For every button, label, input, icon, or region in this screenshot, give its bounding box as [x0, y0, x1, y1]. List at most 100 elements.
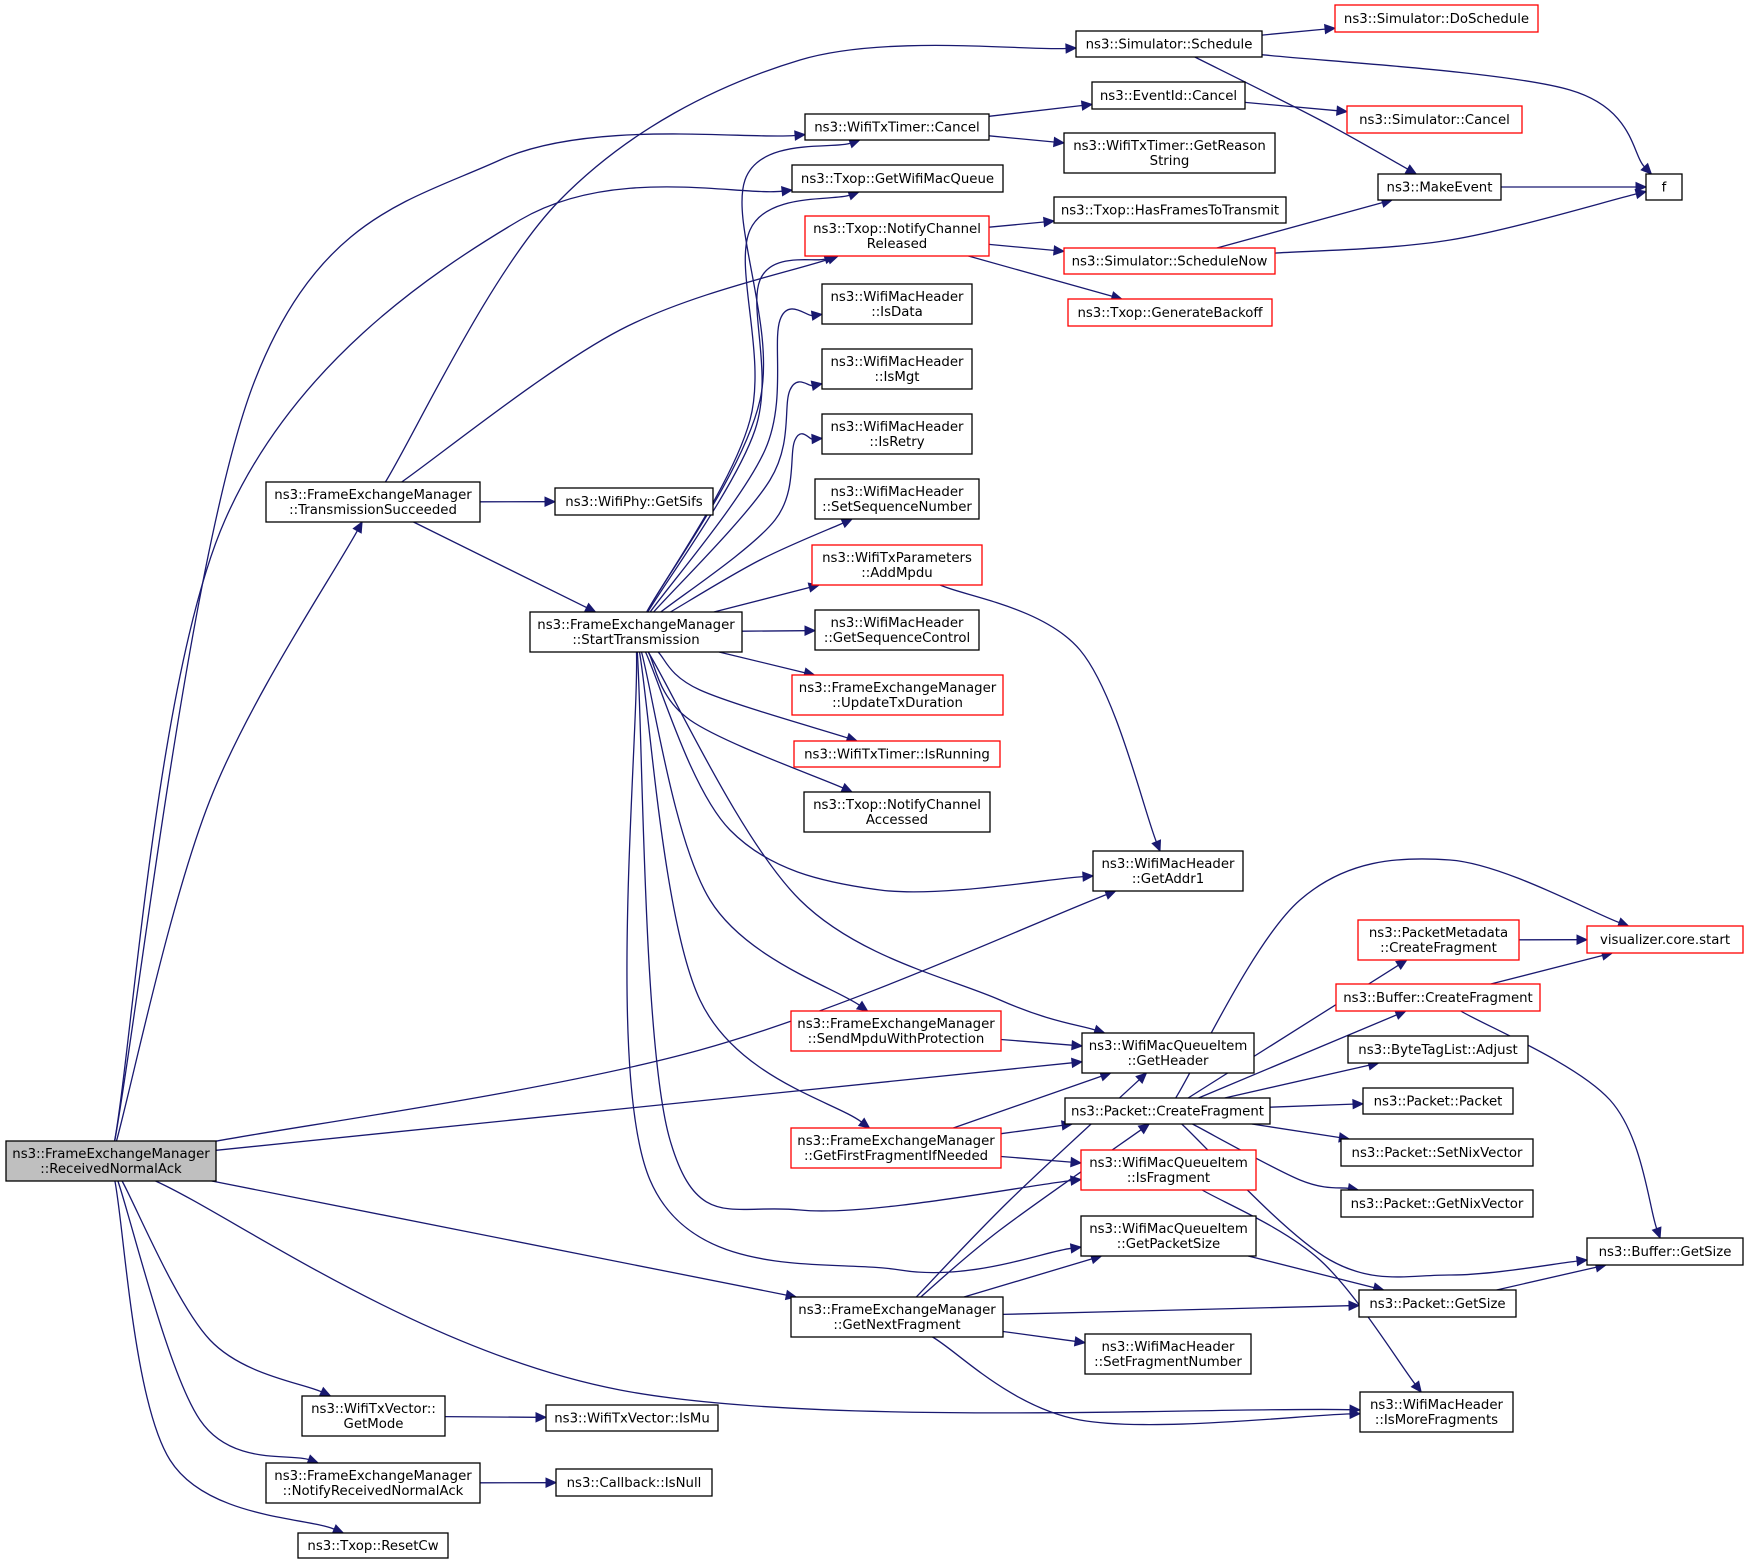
node-vizStart[interactable]: visualizer.core.start — [1586, 925, 1744, 954]
node-label: ::IsMoreFragments — [1375, 1413, 1498, 1428]
node-label: ns3::FrameExchangeManager — [274, 488, 472, 503]
node-box — [1334, 4, 1539, 33]
node-isData[interactable]: ns3::WifiMacHeader::IsData — [821, 283, 973, 325]
call-edge-getFirstFrag-to-createFragment — [1000, 1120, 1074, 1135]
node-label: String — [1150, 154, 1190, 169]
node-label: ::GetHeader — [1127, 1054, 1209, 1069]
node-label: ::UpdateTxDuration — [832, 696, 963, 711]
node-label: ns3::WifiMacHeader — [1101, 1340, 1235, 1355]
node-isMoreFrag[interactable]: ns3::WifiMacHeader::IsMoreFragments — [1359, 1391, 1514, 1433]
node-isRunning[interactable]: ns3::WifiTxTimer::IsRunning — [793, 740, 1001, 768]
node-txVecIsMu[interactable]: ns3::WifiTxVector::IsMu — [545, 1404, 719, 1432]
node-pktGetSize[interactable]: ns3::Packet::GetSize — [1358, 1289, 1517, 1318]
call-edge-createFragment-to-setNix — [1251, 1123, 1351, 1143]
call-edge-startTx-to-isRetry — [660, 433, 824, 613]
call-edge-bufCreateFrag-to-bufGetSize — [1460, 1010, 1662, 1240]
call-edge-getNextFrag-to-getPacketSize — [963, 1253, 1103, 1298]
node-box — [1067, 298, 1273, 327]
node-label: ns3::WifiMacHeader — [1101, 857, 1235, 872]
node-getHeader[interactable]: ns3::WifiMacQueueItem::GetHeader — [1081, 1032, 1255, 1074]
call-edge-root-to-transSucc — [115, 520, 363, 1142]
node-btlAdjust[interactable]: ns3::ByteTagList::Adjust — [1347, 1035, 1529, 1064]
node-getWifiMacQueue[interactable]: ns3::Txop::GetWifiMacQueue — [791, 164, 1004, 193]
node-getAddr1[interactable]: ns3::WifiMacHeader::GetAddr1 — [1092, 850, 1244, 892]
node-makeEvent[interactable]: ns3::MakeEvent — [1377, 173, 1502, 201]
node-label: ns3::WifiTxTimer::IsRunning — [804, 748, 990, 763]
node-setNix[interactable]: ns3::Packet::SetNixVector — [1340, 1138, 1534, 1167]
node-isMgt[interactable]: ns3::WifiMacHeader::IsMgt — [821, 348, 973, 390]
call-edge-transSucc-to-notifyChanReleased — [401, 254, 840, 483]
node-box — [1075, 30, 1263, 58]
node-cbIsNull[interactable]: ns3::Callback::IsNull — [555, 1468, 713, 1497]
node-scheduleNow[interactable]: ns3::Simulator::ScheduleNow — [1063, 247, 1276, 275]
node-getNix[interactable]: ns3::Packet::GetNixVector — [1340, 1189, 1534, 1218]
node-box — [791, 674, 1004, 716]
node-updateTxDur[interactable]: ns3::FrameExchangeManager::UpdateTxDurat… — [791, 674, 1004, 716]
node-transSucc[interactable]: ns3::FrameExchangeManager::TransmissionS… — [265, 481, 481, 523]
node-label: Released — [867, 237, 927, 252]
node-label: ::IsMgt — [875, 370, 920, 385]
node-setSeqNum[interactable]: ns3::WifiMacHeader::SetSequenceNumber — [814, 478, 980, 520]
call-edge-startTx-to-getWifiMacQueue — [646, 190, 860, 613]
node-getFirstFrag[interactable]: ns3::FrameExchangeManager::GetFirstFragm… — [790, 1127, 1002, 1169]
node-isRetry[interactable]: ns3::WifiMacHeader::IsRetry — [821, 413, 973, 455]
node-box — [790, 1010, 1002, 1052]
node-box — [1081, 1032, 1255, 1074]
node-label: ::ReceivedNormalAck — [40, 1162, 182, 1177]
node-startTx[interactable]: ns3::FrameExchangeManager::StartTransmis… — [529, 611, 743, 653]
node-getPacketSize[interactable]: ns3::WifiMacQueueItem::GetPacketSize — [1080, 1215, 1257, 1257]
node-label: ns3::Simulator::Schedule — [1086, 38, 1253, 53]
node-genBackoff[interactable]: ns3::Txop::GenerateBackoff — [1067, 298, 1273, 327]
node-getNextFrag[interactable]: ns3::FrameExchangeManager::GetNextFragme… — [790, 1296, 1004, 1338]
node-txTimerCancel[interactable]: ns3::WifiTxTimer::Cancel — [804, 113, 990, 141]
node-box — [1586, 925, 1744, 954]
node-txVecGetMode[interactable]: ns3::WifiTxVector::GetMode — [301, 1395, 446, 1437]
node-label: ns3::Packet::CreateFragment — [1071, 1105, 1264, 1120]
node-pmCreateFrag[interactable]: ns3::PacketMetadata::CreateFragment — [1357, 919, 1520, 961]
node-doSchedule[interactable]: ns3::Simulator::DoSchedule — [1334, 4, 1539, 33]
node-getSifs[interactable]: ns3::WifiPhy::GetSifs — [554, 487, 714, 516]
node-box — [1359, 1391, 1514, 1433]
node-box — [1080, 1215, 1257, 1257]
call-edge-pmCreateFrag-to-vizStart — [1518, 934, 1589, 945]
node-packetCtor[interactable]: ns3::Packet::Packet — [1362, 1087, 1514, 1115]
node-isFragment[interactable]: ns3::WifiMacQueueItem::IsFragment — [1080, 1149, 1257, 1191]
node-box — [1091, 81, 1246, 110]
node-eventCancel[interactable]: ns3::EventId::Cancel — [1091, 81, 1246, 110]
call-edge-startTx-to-addMpdu — [713, 582, 821, 613]
call-edge-isFragment-to-isMoreFrag — [1201, 1189, 1422, 1393]
node-box — [793, 740, 1001, 768]
node-box — [301, 1395, 446, 1437]
node-box — [554, 487, 714, 516]
node-setFragNum[interactable]: ns3::WifiMacHeader::SetFragmentNumber — [1084, 1333, 1252, 1375]
node-label: ns3::ByteTagList::Adjust — [1358, 1043, 1517, 1058]
node-box — [821, 283, 973, 325]
node-hasFrames[interactable]: ns3::Txop::HasFramesToTransmit — [1053, 196, 1287, 224]
node-box — [790, 1127, 1002, 1169]
node-notifyRecvAck[interactable]: ns3::FrameExchangeManager::NotifyReceive… — [265, 1462, 481, 1504]
node-box — [555, 1468, 713, 1497]
node-sendMpdu[interactable]: ns3::FrameExchangeManager::SendMpduWithP… — [790, 1010, 1002, 1052]
node-box — [804, 113, 990, 141]
node-bufCreateFrag[interactable]: ns3::Buffer::CreateFragment — [1335, 983, 1541, 1012]
call-edge-eventCancel-to-simCancel — [1244, 101, 1349, 116]
call-edge-scheduleNow-to-f — [1274, 188, 1648, 254]
node-label: ns3::WifiPhy::GetSifs — [565, 495, 703, 510]
node-f[interactable]: f — [1645, 173, 1683, 201]
call-edge-addMpdu-to-getAddr1 — [939, 584, 1162, 853]
node-createFragment[interactable]: ns3::Packet::CreateFragment — [1064, 1097, 1271, 1125]
node-simCancel[interactable]: ns3::Simulator::Cancel — [1346, 105, 1523, 134]
node-simSchedule[interactable]: ns3::Simulator::Schedule — [1075, 30, 1263, 58]
node-label: ns3::FrameExchangeManager — [274, 1469, 472, 1484]
node-label: ::SetFragmentNumber — [1094, 1355, 1242, 1370]
node-label: ::GetSequenceControl — [824, 631, 970, 646]
node-resetCw[interactable]: ns3::Txop::ResetCw — [297, 1532, 449, 1559]
node-bufGetSize[interactable]: ns3::Buffer::GetSize — [1586, 1237, 1744, 1266]
node-getSeqCtrl[interactable]: ns3::WifiMacHeader::GetSequenceControl — [814, 609, 980, 651]
node-addMpdu[interactable]: ns3::WifiTxParameters::AddMpdu — [811, 544, 983, 586]
call-edge-txTimerCancel-to-eventCancel — [988, 100, 1094, 117]
